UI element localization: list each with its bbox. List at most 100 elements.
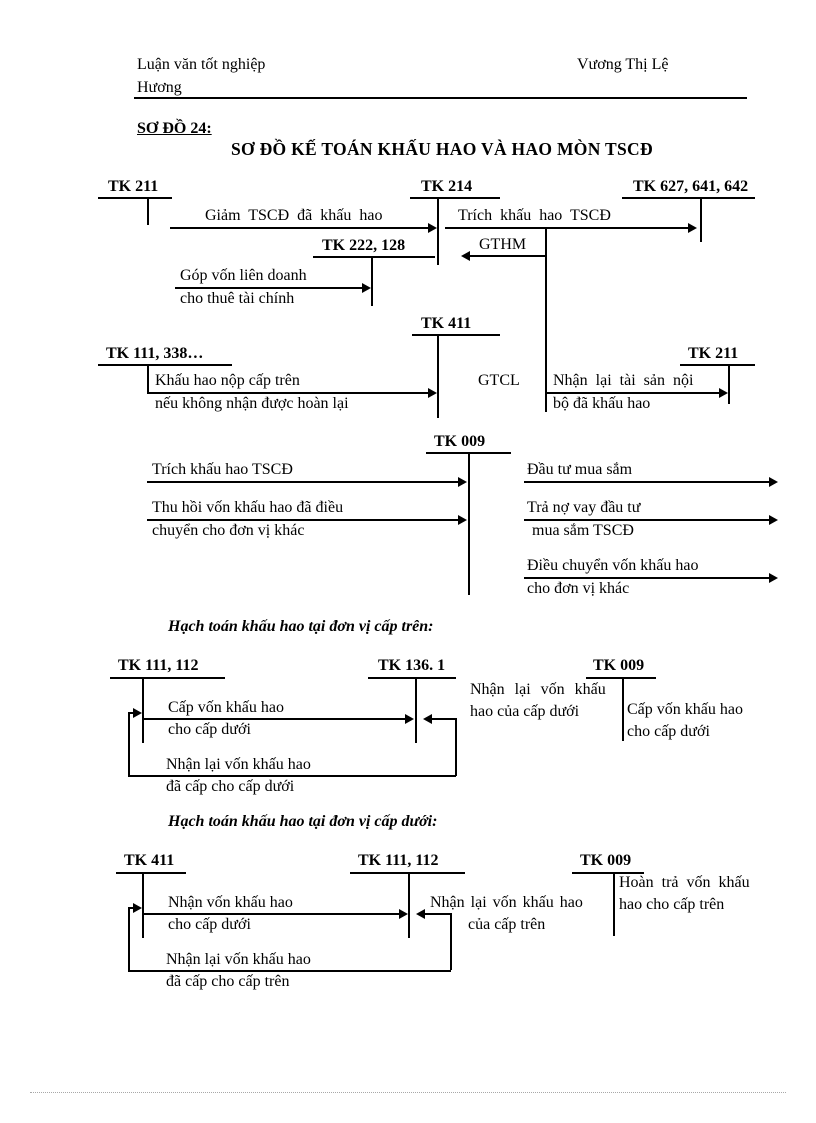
- tk009-debit2-line2: chuyển cho đơn vị khác: [152, 522, 305, 539]
- tk009-credit2-line2: mua sắm TSCĐ: [532, 522, 634, 539]
- t-account-underline: [350, 872, 465, 874]
- t-account-stem: [468, 452, 470, 595]
- arrow-left-icon: [416, 909, 425, 919]
- t-account-underline: [368, 677, 456, 679]
- t-account-underline: [572, 872, 644, 874]
- tk111-338-label: TK 111, 338…: [106, 345, 204, 362]
- tk009-credit2-line1: Trả nợ vay đầu tư: [527, 499, 641, 516]
- tk009-upper-note-line1: Cấp vốn khấu hao: [627, 701, 743, 718]
- arrow-line: [142, 913, 399, 915]
- t-account-underline: [586, 677, 656, 679]
- loop-line: [128, 775, 456, 777]
- flow-loop-lower-line2: đã cấp cho cấp trên: [166, 973, 290, 990]
- arrow-right-icon: [428, 223, 437, 233]
- t-account-stem: [613, 872, 615, 936]
- tk214-label: TK 214: [421, 178, 473, 195]
- t-account-underline: [622, 197, 755, 199]
- arrow-left-icon: [461, 251, 470, 261]
- arrow-right-icon: [458, 477, 467, 487]
- tk009-lower-note-line2: hao cho cấp trên: [619, 896, 725, 913]
- loop-line: [128, 970, 451, 972]
- arrow-right-icon: [405, 714, 414, 724]
- tk411-lower-label: TK 411: [124, 852, 175, 869]
- t-account-stem: [142, 677, 144, 743]
- loop-line: [128, 712, 130, 776]
- t-account-stem: [415, 677, 417, 743]
- t-account-stem: [371, 256, 373, 306]
- tk009-lower-note-line1: Hoàn trả vốn khấu: [619, 874, 750, 891]
- flow-loop-upper-line2: đã cấp cho cấp dưới: [166, 778, 295, 795]
- gthm-label: GTHM: [479, 236, 527, 253]
- t-account-underline: [313, 256, 435, 258]
- flow-gop-von-line2: cho thuê tài chính: [180, 290, 295, 307]
- arrow-line: [524, 481, 769, 483]
- flow-nhan-von-line2: cho cấp dưới: [168, 916, 251, 933]
- t-account-underline: [98, 197, 172, 199]
- t-account-underline: [116, 872, 186, 874]
- t-account-stem: [147, 197, 149, 225]
- flow-nhan-lai-lower-line2: của cấp trên: [468, 916, 546, 933]
- header-rule: [134, 97, 747, 99]
- t-account-stem: [700, 197, 702, 242]
- diagram-title: SƠ ĐỒ KẾ TOÁN KHẤU HAO VÀ HAO MÒN TSCĐ: [231, 139, 653, 159]
- header-author-line1: Vương Thị Lệ: [577, 56, 669, 73]
- arrow-line: [432, 718, 456, 720]
- flow-cap-von-line1: Cấp vốn khấu hao: [168, 699, 284, 716]
- t-account-underline: [410, 197, 500, 199]
- flow-cap-von-line2: cho cấp dưới: [168, 721, 251, 738]
- arrow-right-icon: [719, 388, 728, 398]
- flow-trich-kh-label: Trích khấu hao TSCĐ: [458, 207, 611, 224]
- t-account-stem: [728, 364, 730, 404]
- t-account-stem: [408, 872, 410, 938]
- arrow-right-icon: [133, 708, 142, 718]
- arrow-right-icon: [769, 477, 778, 487]
- tk009-credit3-line1: Điều chuyển vốn khấu hao: [527, 557, 699, 574]
- arrow-right-icon: [458, 515, 467, 525]
- flow-loop-upper-line1: Nhận lại vốn khấu hao: [166, 756, 311, 773]
- t-account-underline: [98, 364, 232, 366]
- t-account-stem: [147, 364, 149, 393]
- arrow-right-icon: [688, 223, 697, 233]
- arrow-line: [445, 227, 688, 229]
- arrow-right-icon: [399, 909, 408, 919]
- flow-kh-nop-line2: nếu không nhận được hoàn lại: [155, 395, 349, 412]
- footer-dotted-rule: [30, 1092, 786, 1093]
- loop-line: [128, 712, 133, 714]
- t-account-stem: [142, 872, 144, 938]
- flow-nhan-lai-line1: Nhận lại tài sản nội: [553, 372, 694, 389]
- t-account-stem: [622, 677, 624, 741]
- tk111-112-lower-label: TK 111, 112: [358, 852, 439, 869]
- connector-line: [545, 227, 547, 412]
- arrow-line: [524, 519, 769, 521]
- arrow-line: [546, 392, 719, 394]
- arrow-right-icon: [133, 903, 142, 913]
- arrow-right-icon: [769, 515, 778, 525]
- flow-nhan-von-line1: Nhận vốn khấu hao: [168, 894, 293, 911]
- upper-unit-heading: Hạch toán khấu hao tại đơn vị cấp trên:: [168, 618, 434, 635]
- loop-line: [128, 907, 130, 971]
- arrow-line: [170, 227, 428, 229]
- t-account-underline: [110, 677, 225, 679]
- arrow-line: [425, 913, 451, 915]
- arrow-right-icon: [769, 573, 778, 583]
- gtcl-label: GTCL: [478, 372, 520, 389]
- t-account-underline: [412, 334, 500, 336]
- flow-nhan-lai-upper-line2: hao của cấp dưới: [470, 703, 580, 720]
- arrow-line: [470, 255, 545, 257]
- diagram-number: SƠ ĐỒ 24:: [137, 120, 212, 137]
- tk009-upper-label: TK 009: [593, 657, 645, 674]
- tk009-credit1-label: Đầu tư mua sắm: [527, 461, 633, 478]
- tk009-lower-label: TK 009: [580, 852, 632, 869]
- tk211-right-label: TK 211: [688, 345, 739, 362]
- flow-nhan-lai-lower-line1: Nhận lại vốn khấu hao: [430, 894, 583, 911]
- arrow-left-icon: [423, 714, 432, 724]
- arrow-right-icon: [362, 283, 371, 293]
- tk136-1-label: TK 136. 1: [378, 657, 446, 674]
- tk222-label: TK 222, 128: [322, 237, 406, 254]
- flow-giam-tscd-label: Giảm TSCĐ đã khấu hao: [205, 207, 383, 224]
- flow-kh-nop-line1: Khấu hao nộp cấp trên: [155, 372, 300, 389]
- arrow-line: [142, 718, 405, 720]
- flow-loop-lower-line1: Nhận lại vốn khấu hao: [166, 951, 311, 968]
- tk009-credit3-line2: cho đơn vị khác: [527, 580, 630, 597]
